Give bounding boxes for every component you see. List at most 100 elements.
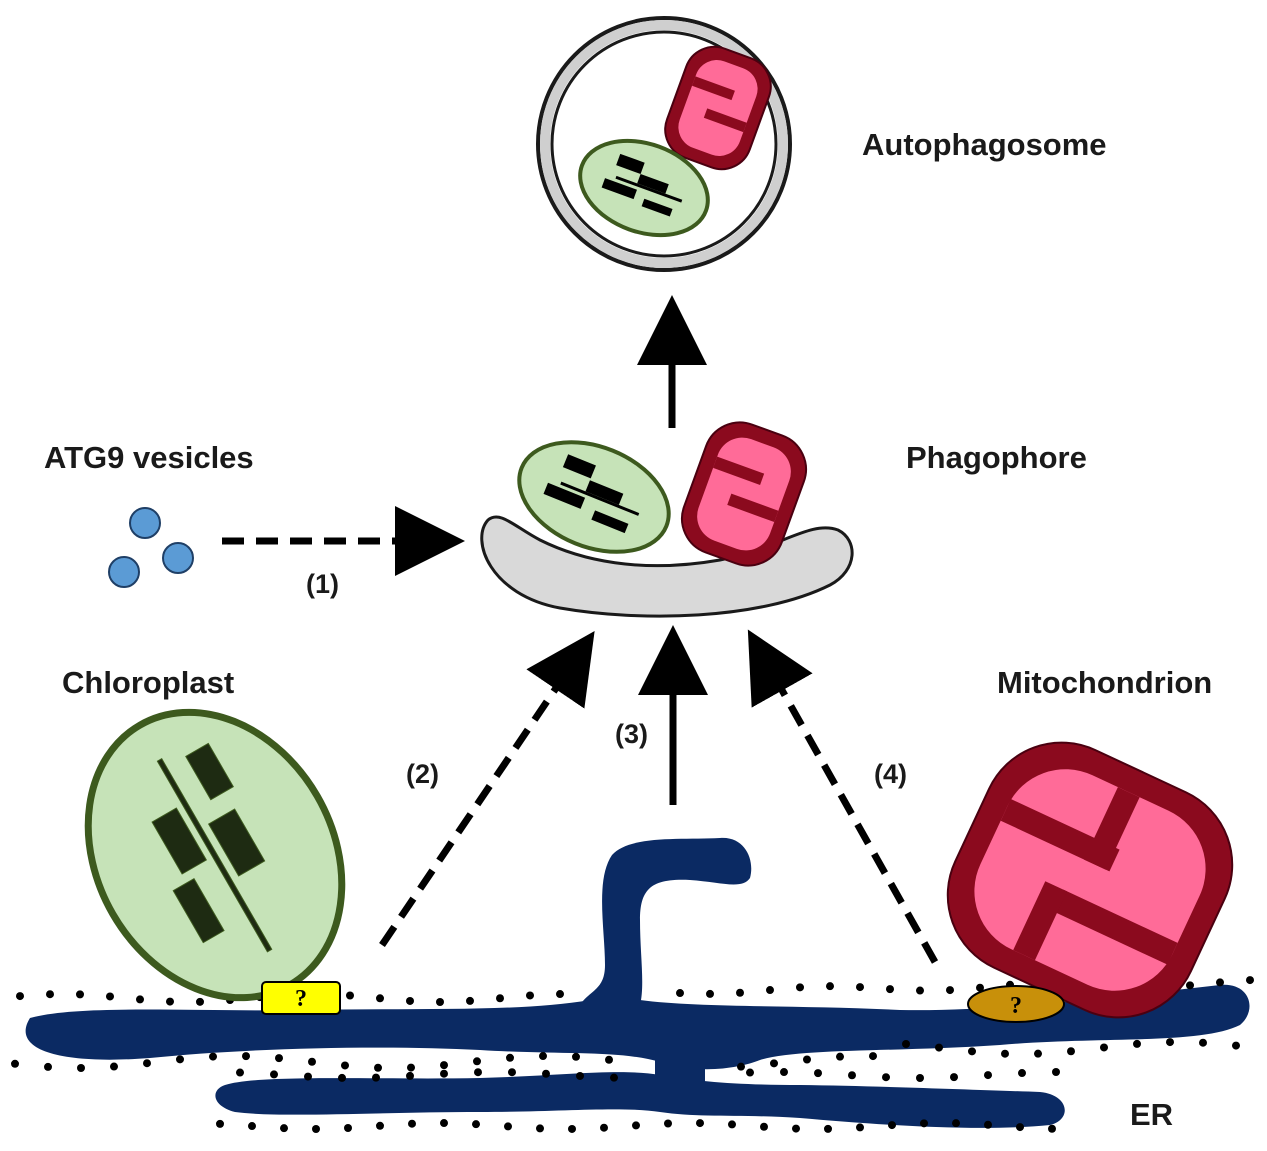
ribosome-dot — [1232, 1041, 1240, 1050]
ribosome-dot — [406, 1071, 414, 1080]
ribosome-dot — [536, 1124, 544, 1133]
engulfed-mitochondrion — [664, 45, 772, 171]
phagophore — [480, 421, 854, 618]
ribosome-dot — [372, 1073, 380, 1082]
ribosome-dot — [856, 1123, 864, 1132]
ribosome-dot — [236, 1068, 244, 1077]
ribosome-dot — [836, 1052, 844, 1061]
ribosome-dot — [270, 1070, 278, 1079]
phagophore-chloroplast — [517, 440, 671, 554]
step1-label: (1) — [306, 569, 339, 599]
step3-label: (3) — [615, 719, 648, 749]
ribosome-dot — [242, 1052, 250, 1061]
ribosome-dot — [780, 1068, 788, 1077]
ribosome-dot — [856, 983, 864, 992]
ribosome-dot — [1166, 1038, 1174, 1047]
ribosome-dot — [976, 983, 984, 992]
ribosome-dot — [508, 1068, 516, 1077]
mitochondrion-contact-tether: ? — [967, 985, 1065, 1023]
ribosome-dot — [504, 1122, 512, 1131]
ribosome-dot — [440, 1119, 448, 1128]
ribosome-dot — [632, 1121, 640, 1130]
ribosome-dot — [796, 983, 804, 992]
ribosome-dot — [882, 1073, 890, 1082]
ribosome-dot — [888, 1121, 896, 1130]
ribosome-dot — [610, 1073, 618, 1082]
ribosome-dot — [506, 1053, 514, 1062]
ribosome-dot — [248, 1122, 256, 1131]
arrow-step4 — [747, 629, 939, 964]
ribosome-dot — [166, 997, 174, 1006]
ribosome-dot — [275, 1054, 283, 1063]
ribosome-dot — [676, 989, 684, 998]
ribosome-dot — [1133, 1039, 1141, 1048]
chloroplast-contact-tether: ? — [261, 981, 341, 1015]
ribosome-dot — [746, 1068, 754, 1077]
mitochondrion — [946, 741, 1234, 1019]
ribosome-dot — [473, 1057, 481, 1066]
ribosome-dot — [374, 1063, 382, 1072]
engulfed-chloroplast — [578, 138, 710, 238]
ribosome-dot — [814, 1069, 822, 1078]
ribosome-dot — [826, 982, 834, 991]
ribosome-dot — [76, 990, 84, 999]
ribosome-dot — [344, 1123, 352, 1132]
ribosome-dot — [952, 1119, 960, 1128]
er-network — [11, 837, 1254, 1133]
ribosome-dot — [46, 990, 54, 999]
ribosome-dot — [1018, 1069, 1026, 1078]
ribosome-dot — [110, 1062, 118, 1071]
phagophore-label: Phagophore — [906, 440, 1087, 475]
ribosome-dot — [1186, 981, 1194, 990]
ribosome-dot — [312, 1124, 320, 1133]
ribosome-dot — [920, 1119, 928, 1128]
ribosome-dot — [968, 1047, 976, 1056]
ribosome-dot — [474, 1068, 482, 1077]
ribosome-dot — [984, 1120, 992, 1129]
ribosome-dot — [984, 1071, 992, 1080]
ribosome-dot — [556, 990, 564, 999]
ribosome-dot — [848, 1071, 856, 1080]
ribosome-dot — [1016, 1123, 1024, 1132]
mitochondrion-label: Mitochondrion — [997, 665, 1212, 700]
ribosome-dot — [466, 996, 474, 1005]
ribosome-dot — [770, 1059, 778, 1068]
ribosome-dot — [472, 1120, 480, 1129]
ribosome-dot — [44, 1062, 52, 1071]
phagophore-mitochondrion — [681, 421, 807, 567]
ribosome-dot — [605, 1055, 613, 1064]
ribosome-dot — [576, 1071, 584, 1080]
ribosome-dot — [916, 986, 924, 995]
atg9-vesicles-label: ATG9 vesicles — [44, 440, 254, 475]
autophagosome-label: Autophagosome — [862, 127, 1107, 162]
ribosome-dot — [176, 1055, 184, 1064]
ribosome-dot — [407, 1063, 415, 1072]
ribosome-dot — [143, 1059, 151, 1068]
ribosome-dot — [737, 1062, 745, 1071]
ribosome-dot — [824, 1124, 832, 1133]
ribosome-dot — [376, 994, 384, 1003]
ribosome-dot — [346, 991, 354, 1000]
ribosome-dot — [1048, 1124, 1056, 1133]
ribosome-dot — [916, 1073, 924, 1082]
ribosome-dot — [760, 1122, 768, 1131]
ribosome-dot — [1246, 976, 1254, 985]
ribosome-dot — [376, 1121, 384, 1130]
ribosome-dot — [766, 986, 774, 995]
ribosome-dot — [1052, 1068, 1060, 1077]
ribosome-dot — [728, 1120, 736, 1129]
ribosome-dot — [568, 1124, 576, 1133]
ribosome-dot — [440, 1069, 448, 1078]
ribosome-dot — [600, 1123, 608, 1132]
ribosome-dot — [1199, 1038, 1207, 1047]
ribosome-dot — [196, 997, 204, 1006]
ribosome-dot — [11, 1059, 19, 1068]
er-label: ER — [1130, 1097, 1173, 1132]
chloroplast-tether-label: ? — [295, 986, 307, 1012]
ribosome-dot — [572, 1052, 580, 1061]
ribosome-dot — [436, 997, 444, 1006]
ribosome-dot — [304, 1072, 312, 1081]
chloroplast-label: Chloroplast — [62, 665, 234, 700]
ribosome-dot — [950, 1073, 958, 1082]
